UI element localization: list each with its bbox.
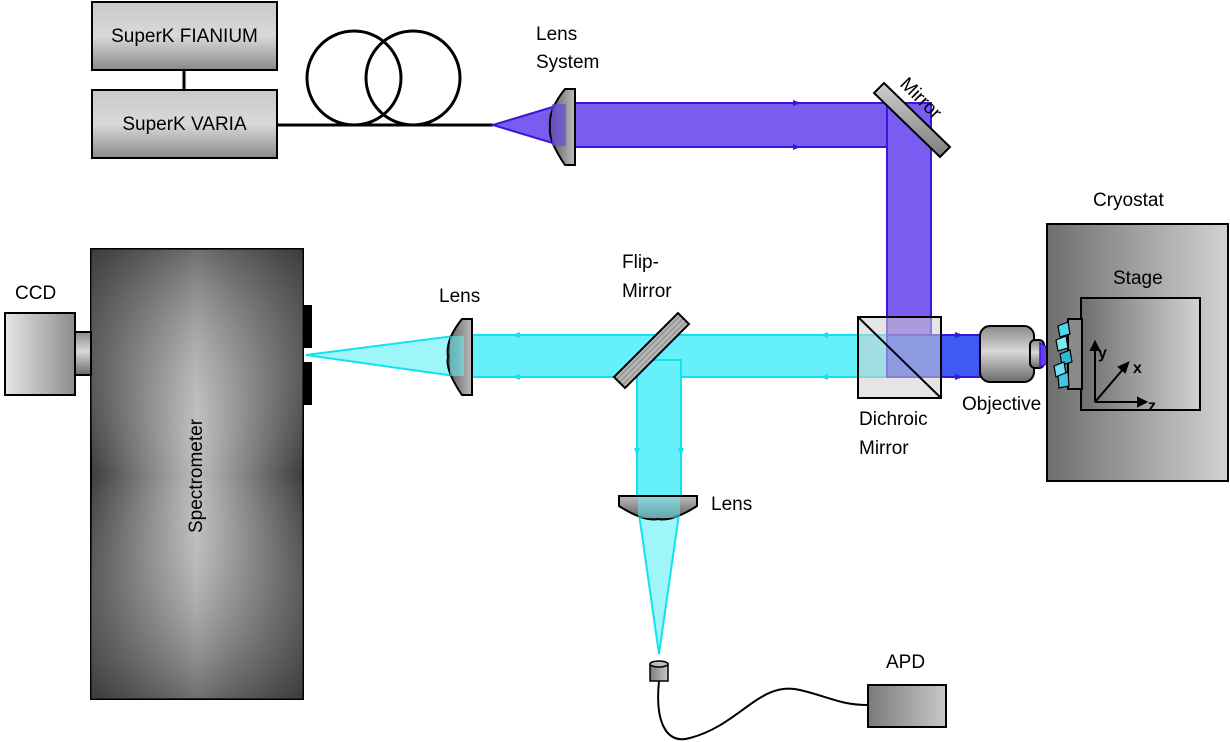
dichroic-mirror — [857, 316, 942, 399]
mirror — [872, 81, 952, 159]
dichroic-label-line1: Dichroic — [859, 409, 928, 430]
flip-mirror-label-line1: Flip- — [622, 252, 659, 273]
stage-label: Stage — [1113, 268, 1163, 289]
apd-fiber — [657, 680, 869, 741]
lens-system-label-line1: Lens — [536, 24, 577, 45]
ccd-camera — [4, 312, 92, 396]
cryostat: y x z — [1046, 223, 1229, 482]
lens-system — [548, 88, 576, 166]
lens-left-label: Lens — [439, 286, 480, 307]
apd-box — [867, 684, 947, 728]
dichroic-label-line2: Mirror — [859, 438, 909, 459]
flip-mirror — [612, 311, 691, 390]
lens-left — [446, 318, 473, 396]
stage-axes — [1089, 339, 1149, 408]
objective-label: Objective — [962, 394, 1041, 415]
superk-fianium-label: SuperK FIANIUM — [111, 26, 258, 47]
collection-beam — [305, 332, 888, 655]
apd-label: APD — [886, 652, 925, 673]
optical-fiber — [277, 29, 493, 127]
ccd-label: CCD — [15, 283, 56, 304]
spectrometer: Spectrometer — [90, 248, 312, 700]
lens-bottom-label: Lens — [711, 494, 752, 515]
axis-x-label: x — [1133, 360, 1142, 377]
axis-z-label: z — [1148, 398, 1156, 415]
lens-system-label-line2: System — [536, 52, 599, 73]
objective — [979, 325, 1064, 383]
apd-fiber-coupler — [649, 660, 669, 682]
sample — [1053, 321, 1073, 389]
superk-fianium-box: SuperK FIANIUM — [91, 1, 278, 71]
superk-varia-label: SuperK VARIA — [122, 114, 247, 135]
flip-mirror-label-line2: Mirror — [622, 281, 672, 302]
spectrometer-label: Spectrometer — [186, 418, 207, 533]
superk-varia-box: SuperK VARIA — [91, 89, 278, 159]
axis-y-label: y — [1098, 345, 1107, 362]
lens-bottom — [618, 495, 698, 521]
cryostat-label: Cryostat — [1093, 190, 1164, 211]
excitation-beam — [489, 100, 932, 336]
